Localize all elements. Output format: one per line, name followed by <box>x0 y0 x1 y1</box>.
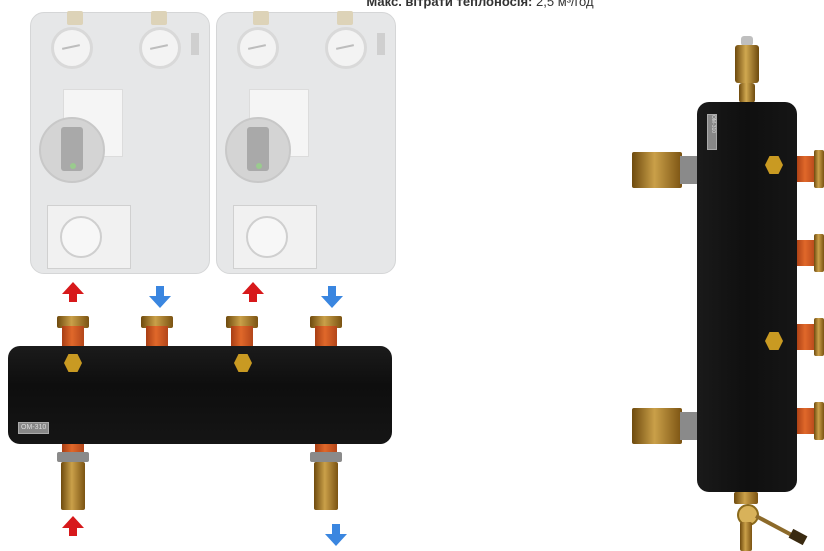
pump-right-top-fitting-1 <box>253 11 269 25</box>
top-pipe-1 <box>62 326 84 348</box>
pump-right-mixing-valve-icon <box>233 205 317 269</box>
return-down-arrow-3-icon <box>325 534 347 546</box>
vertical-right-fitting-3 <box>814 318 824 356</box>
bottom-fitting-1 <box>61 462 85 510</box>
vertical-right-pipe-3 <box>796 324 816 350</box>
return-down-arrow-1-icon <box>149 296 171 308</box>
top-pipe-4 <box>315 326 337 348</box>
supply-up-arrow-3-icon <box>62 516 84 528</box>
air-vent-neck <box>739 83 755 103</box>
bottom-fitting-2 <box>314 462 338 510</box>
flow-rate-heading: Макс. вітрати теплоносія: 2,5 м³/год <box>0 0 824 9</box>
supply-up-arrow-1-icon <box>62 282 84 294</box>
drain-nut <box>734 492 758 504</box>
supply-up-arrow-2-icon <box>242 282 264 294</box>
vertical-left-fitting-1 <box>632 152 682 188</box>
air-vent-body <box>735 45 759 83</box>
pump-right-motor-icon <box>225 117 291 183</box>
vertical-right-pipe-2 <box>796 240 816 266</box>
top-pipe-3 <box>231 326 253 348</box>
pump-left-mixing-valve-icon <box>47 205 131 269</box>
drain-handle-grip <box>789 529 808 545</box>
vertical-left-fitting-2 <box>632 408 682 444</box>
vertical-brand-tag: OM-310 <box>707 114 717 150</box>
pump-left-brand-tag <box>191 33 199 55</box>
pump-left-motor-icon <box>39 117 105 183</box>
pump-left-top-fitting-2 <box>151 11 167 25</box>
flow-rate-value: 2,5 м³/год <box>536 0 594 9</box>
flow-rate-label: Макс. вітрати теплоносія: <box>366 0 532 9</box>
pump-group-left <box>30 12 210 274</box>
pump-right-thermometer-1-icon <box>237 27 279 69</box>
horizontal-brand-tag: OM-310 <box>18 422 49 434</box>
bottom-seal-2 <box>310 452 342 462</box>
vertical-left-seal-1 <box>680 156 698 184</box>
pump-left-thermometer-2-icon <box>139 27 181 69</box>
pump-left-top-fitting-1 <box>67 11 83 25</box>
vertical-right-fitting-1 <box>814 150 824 188</box>
vertical-right-pipe-4 <box>796 408 816 434</box>
pump-left-thermometer-1-icon <box>51 27 93 69</box>
pump-right-brand-tag <box>377 33 385 55</box>
vertical-right-fitting-4 <box>814 402 824 440</box>
horizontal-hydraulic-separator: OM-310 <box>8 346 392 444</box>
vertical-plug-2-icon <box>765 332 783 350</box>
return-down-arrow-2-icon <box>321 296 343 308</box>
pump-right-thermometer-2-icon <box>325 27 367 69</box>
pump-group-right <box>216 12 396 274</box>
horizontal-plug-2-icon <box>234 354 252 372</box>
vertical-hydraulic-separator: OM-310 <box>697 102 797 492</box>
bottom-seal-1 <box>57 452 89 462</box>
vertical-right-fitting-2 <box>814 234 824 272</box>
pump-right-top-fitting-2 <box>337 11 353 25</box>
vertical-left-seal-2 <box>680 412 698 440</box>
vertical-plug-1-icon <box>765 156 783 174</box>
vertical-right-pipe-1 <box>796 156 816 182</box>
drain-spout <box>740 522 752 551</box>
top-pipe-2 <box>146 326 168 348</box>
horizontal-plug-1-icon <box>64 354 82 372</box>
